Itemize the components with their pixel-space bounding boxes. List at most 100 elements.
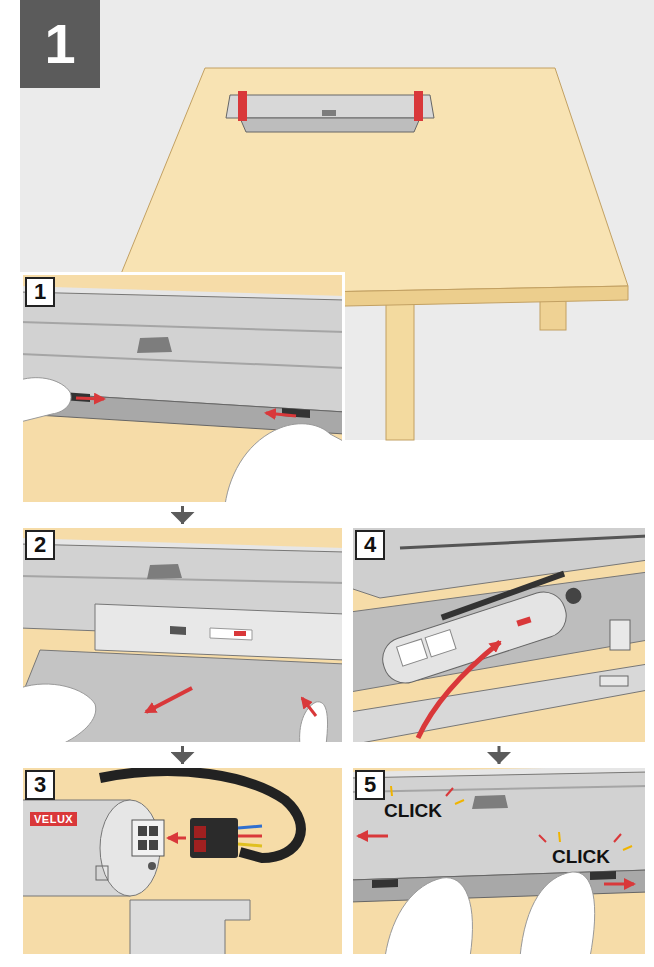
step-arrow	[181, 506, 184, 524]
rail-handle	[472, 795, 508, 809]
rail-channel	[240, 118, 420, 132]
screw	[148, 862, 156, 870]
sticker-mark	[516, 616, 531, 626]
direction-arrow	[604, 883, 634, 886]
rail-line	[20, 576, 345, 583]
sticker	[425, 630, 456, 657]
shade-rail	[226, 91, 434, 132]
background	[20, 0, 654, 440]
callout-number: 3	[25, 770, 55, 800]
socket-pin	[138, 826, 147, 836]
sticker-mark	[234, 631, 246, 636]
step-panel: 1	[20, 272, 345, 505]
step-arrow	[181, 746, 184, 764]
latch	[170, 626, 186, 635]
click-burst	[559, 832, 560, 842]
socket-pin	[138, 840, 147, 850]
rail-line	[20, 354, 345, 368]
direction-arrow	[358, 835, 388, 838]
step-illustration	[20, 286, 345, 505]
direction-arrow	[418, 642, 500, 738]
wire	[238, 826, 262, 828]
step-arrow	[498, 746, 501, 764]
plug-pin	[194, 826, 206, 838]
click-sound: CLICK	[549, 846, 613, 868]
open-flap	[20, 650, 345, 745]
rail-line	[350, 786, 648, 792]
step-number: 1	[20, 0, 100, 88]
bin-symbol	[96, 866, 108, 880]
latch	[590, 871, 616, 880]
table-leg	[386, 300, 414, 440]
connectors	[183, 506, 500, 764]
rail-face	[350, 772, 648, 880]
bracket	[610, 620, 630, 650]
step-illustration	[20, 771, 301, 957]
socket	[132, 820, 164, 856]
panel-ground	[350, 525, 648, 745]
callout-number: 2	[25, 530, 55, 560]
brand-logo: VELUX	[30, 812, 77, 826]
step-illustration	[350, 766, 648, 957]
click-burst	[623, 846, 632, 850]
click-burst	[614, 834, 621, 842]
panel-ground	[20, 525, 345, 745]
rail-bottom	[350, 664, 648, 745]
panel-ground	[20, 765, 345, 957]
direction-arrow	[266, 413, 296, 416]
sticker	[397, 639, 428, 666]
click-burst	[455, 800, 464, 804]
sticker	[210, 628, 252, 640]
rail-line	[400, 536, 648, 548]
transport-strap	[414, 91, 423, 121]
wire	[238, 844, 262, 846]
plug	[190, 818, 238, 858]
callout-number: 1	[25, 277, 55, 307]
latch	[372, 879, 398, 888]
ribbon	[130, 900, 250, 957]
step-panel: 4	[350, 525, 648, 745]
glove	[20, 378, 71, 422]
callout-number: 5	[355, 770, 385, 800]
socket-pin	[149, 840, 158, 850]
rail-handle	[322, 110, 336, 116]
finger	[300, 702, 328, 745]
motor-end	[100, 800, 160, 896]
transport-strap	[238, 91, 247, 121]
click-burst	[539, 835, 546, 842]
glove	[520, 872, 595, 957]
table-top	[112, 68, 628, 296]
direction-arrow	[168, 837, 186, 840]
rail-channel	[350, 870, 648, 902]
rail-handle	[137, 337, 172, 353]
motor	[374, 571, 591, 689]
direction-arrow	[146, 688, 192, 712]
motor-body	[377, 586, 572, 688]
plug-pin	[194, 840, 206, 852]
cover-plate	[95, 604, 345, 660]
panel-ground	[350, 765, 648, 957]
socket-pin	[149, 826, 158, 836]
glove	[225, 424, 345, 505]
glove	[385, 878, 472, 957]
click-sound: CLICK	[381, 800, 445, 822]
direction-arrow	[76, 398, 104, 399]
click-burst	[446, 788, 453, 796]
panel-ground	[20, 272, 345, 505]
step-panel: 3	[20, 765, 345, 957]
cable	[440, 574, 565, 618]
step-panel: 2	[20, 525, 345, 745]
rail-handle	[147, 564, 182, 579]
rail-body	[226, 95, 434, 118]
direction-arrow	[302, 698, 316, 716]
glove	[20, 684, 96, 745]
rail-line	[20, 322, 345, 332]
motor-shaft	[563, 586, 583, 606]
callout-number: 4	[355, 530, 385, 560]
step-illustration	[20, 538, 345, 745]
